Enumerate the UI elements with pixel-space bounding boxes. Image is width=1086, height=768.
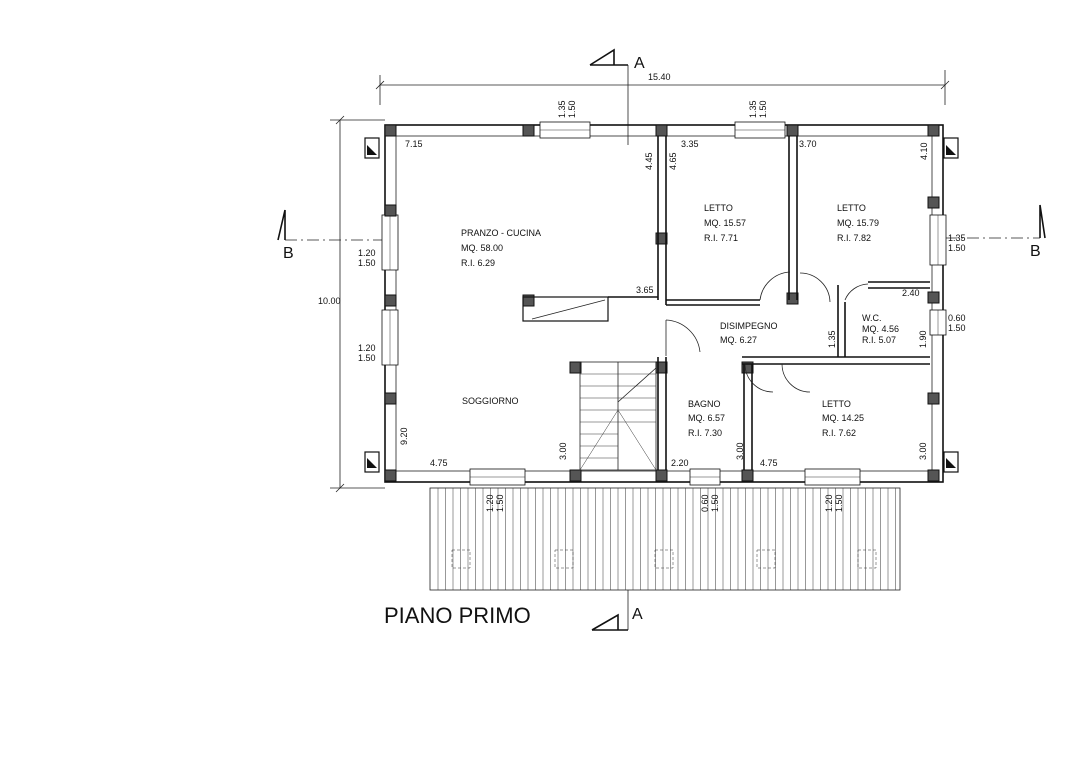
dim-label: 4.65: [668, 152, 678, 170]
dim-label: 1.35: [557, 100, 567, 118]
room-ri: R.I. 7.82: [837, 233, 871, 243]
room-area: MQ. 14.25: [822, 413, 864, 423]
room-area: MQ. 15.57: [704, 218, 746, 228]
dim-label: 9.20: [399, 427, 409, 445]
room-letto-1: LETTO MQ. 15.57 R.I. 7.71: [704, 203, 746, 243]
section-marker-b-left: B: [277, 209, 385, 262]
dim-label: 1.35: [748, 100, 758, 118]
dim-label: 1.50: [567, 100, 577, 118]
dim-label: 1.90: [918, 330, 928, 348]
room-area: MQ. 58.00: [461, 243, 503, 253]
section-marker-a-bottom: A: [591, 590, 643, 631]
plan-title: PIANO PRIMO: [384, 603, 531, 628]
section-b-left-letter: B: [283, 245, 294, 262]
overall-depth-dimension: 10.00: [318, 115, 385, 493]
section-marker-a-top: A: [589, 48, 645, 145]
room-wc: W.C. MQ. 4.56 R.I. 5.07: [862, 313, 899, 345]
dim-label: 1.50: [358, 353, 376, 363]
room-name: SOGGIORNO: [462, 396, 519, 406]
room-area: MQ. 15.79: [837, 218, 879, 228]
dim-label: 3.35: [681, 139, 699, 149]
room-area: MQ. 4.56: [862, 324, 899, 334]
room-name: DISIMPEGNO: [720, 321, 778, 331]
room-area: MQ. 6.27: [720, 335, 757, 345]
overall-depth-label: 10.00: [318, 296, 341, 306]
dim-label: 1.50: [358, 258, 376, 268]
dim-label: 1.50: [834, 494, 844, 512]
dim-label: 1.50: [758, 100, 768, 118]
dim-label: 0.60: [948, 313, 966, 323]
room-ri: R.I. 7.30: [688, 428, 722, 438]
dim-label: 1.35: [948, 233, 966, 243]
section-marker-b-right: B: [945, 204, 1046, 260]
dim-label: 3.00: [558, 442, 568, 460]
overall-width-dimension: 15.40: [375, 70, 950, 105]
dim-label: 3.70: [799, 139, 817, 149]
dim-label: 1.20: [485, 494, 495, 512]
windows: [381, 121, 947, 486]
room-name: BAGNO: [688, 399, 721, 409]
columns: [364, 124, 959, 482]
dim-label: 3.00: [918, 442, 928, 460]
room-ri: R.I. 7.62: [822, 428, 856, 438]
section-b-right-letter: B: [1030, 243, 1041, 260]
staircase: [579, 361, 657, 471]
room-ri: R.I. 5.07: [862, 335, 896, 345]
interior-walls: [522, 136, 930, 470]
dim-label: 2.20: [671, 458, 689, 468]
dim-label: 1.50: [948, 323, 966, 333]
dim-label: 7.15: [405, 139, 423, 149]
room-name: LETTO: [822, 399, 851, 409]
internal-dimensions: 7.15 3.35 3.70 4.10 4.45 4.65 3.65 2.40 …: [399, 139, 929, 468]
section-a-top-letter: A: [634, 55, 645, 72]
dim-label: 3.65: [636, 285, 654, 295]
room-ri: R.I. 7.71: [704, 233, 738, 243]
doors: [665, 271, 869, 393]
room-bagno: BAGNO MQ. 6.57 R.I. 7.30: [688, 399, 725, 438]
room-soggiorno: SOGGIORNO: [462, 396, 519, 406]
room-letto-3: LETTO MQ. 14.25 R.I. 7.62: [822, 399, 864, 438]
dim-label: 4.75: [430, 458, 448, 468]
dim-label: 1.50: [495, 494, 505, 512]
dim-label: 1.20: [358, 248, 376, 258]
dim-label: 1.50: [710, 494, 720, 512]
room-name: PRANZO - CUCINA: [461, 228, 541, 238]
dim-label: 4.45: [644, 152, 654, 170]
room-ri: R.I. 6.29: [461, 258, 495, 268]
window-dimensions: 1.35 1.50 1.35 1.50 1.20 1.50 1.20 1.50 …: [358, 100, 966, 512]
room-letto-2: LETTO MQ. 15.79 R.I. 7.82: [837, 203, 879, 243]
dim-label: 1.50: [948, 243, 966, 253]
overall-width-label: 15.40: [648, 72, 671, 82]
terrace: [429, 487, 901, 591]
dim-label: 1.20: [824, 494, 834, 512]
section-a-bottom-letter: A: [632, 606, 643, 623]
dim-label: 0.60: [700, 494, 710, 512]
room-pranzo-cucina: PRANZO - CUCINA MQ. 58.00 R.I. 6.29: [461, 228, 541, 268]
dim-label: 1.20: [358, 343, 376, 353]
dim-label: 4.75: [760, 458, 778, 468]
room-name: LETTO: [704, 203, 733, 213]
room-name: LETTO: [837, 203, 866, 213]
dim-label: 4.10: [919, 142, 929, 160]
dim-label: 2.40: [902, 288, 920, 298]
exterior-walls: [384, 124, 944, 483]
room-name: W.C.: [862, 313, 882, 323]
room-area: MQ. 6.57: [688, 413, 725, 423]
dim-label: 1.35: [827, 330, 837, 348]
room-disimpegno: DISIMPEGNO MQ. 6.27: [720, 321, 778, 345]
dim-label: 3.00: [735, 442, 745, 460]
